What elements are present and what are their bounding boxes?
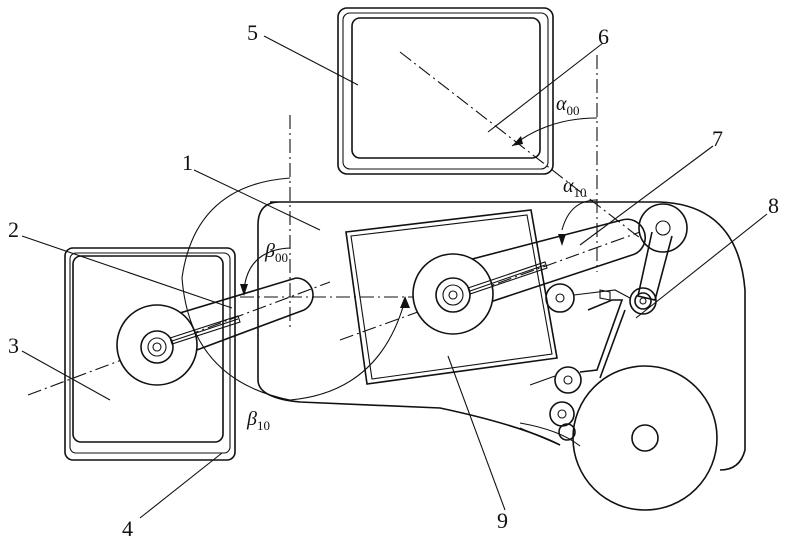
angle-beta10-label: β10 xyxy=(246,408,270,433)
label-part-8: 8 xyxy=(768,193,779,218)
part-labels: 1 2 3 4 5 6 7 8 9 xyxy=(8,20,779,541)
angle-alpha00-label: α00 xyxy=(556,93,580,118)
right-swing-arm xyxy=(413,219,645,334)
top-tray xyxy=(338,8,553,174)
roller-assembly xyxy=(520,204,717,510)
label-part-6: 6 xyxy=(598,24,609,49)
angle-beta00-label: β00 xyxy=(264,240,288,265)
label-part-9: 9 xyxy=(497,508,508,533)
label-part-5: 5 xyxy=(247,20,258,45)
label-part-4: 4 xyxy=(122,516,133,541)
label-part-7: 7 xyxy=(712,126,723,151)
label-part-2: 2 xyxy=(8,217,19,242)
main-frame xyxy=(258,202,745,470)
left-swing-arm xyxy=(117,278,313,385)
label-part-3: 3 xyxy=(8,333,19,358)
label-part-1: 1 xyxy=(182,150,193,175)
angle-alpha10-label: α10 xyxy=(563,175,587,200)
